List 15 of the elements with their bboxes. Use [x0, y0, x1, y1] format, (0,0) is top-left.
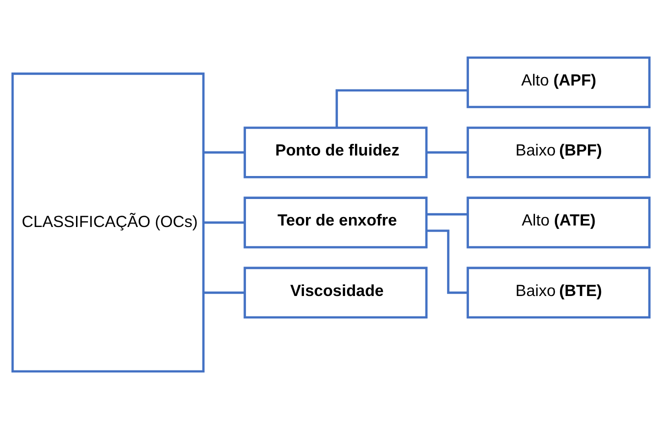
node-box: Alto (APF)	[466, 56, 651, 108]
connector	[426, 150, 468, 154]
node-box: Ponto de fluidez	[244, 126, 428, 178]
connector	[204, 291, 245, 294]
node-box: CLASSIFICAÇÃO (OCs)	[11, 72, 205, 372]
connector	[426, 229, 468, 294]
connector	[204, 150, 245, 154]
node-box: Baixo (BPF)	[466, 126, 651, 178]
node-box: Viscosidade	[244, 266, 428, 318]
connector	[204, 220, 245, 224]
node-box: Alto (ATE)	[466, 196, 651, 248]
node-box: Baixo (BTE)	[466, 266, 651, 318]
connector	[336, 88, 468, 128]
connector	[426, 212, 468, 215]
node-box: Teor de enxofre	[244, 196, 428, 248]
